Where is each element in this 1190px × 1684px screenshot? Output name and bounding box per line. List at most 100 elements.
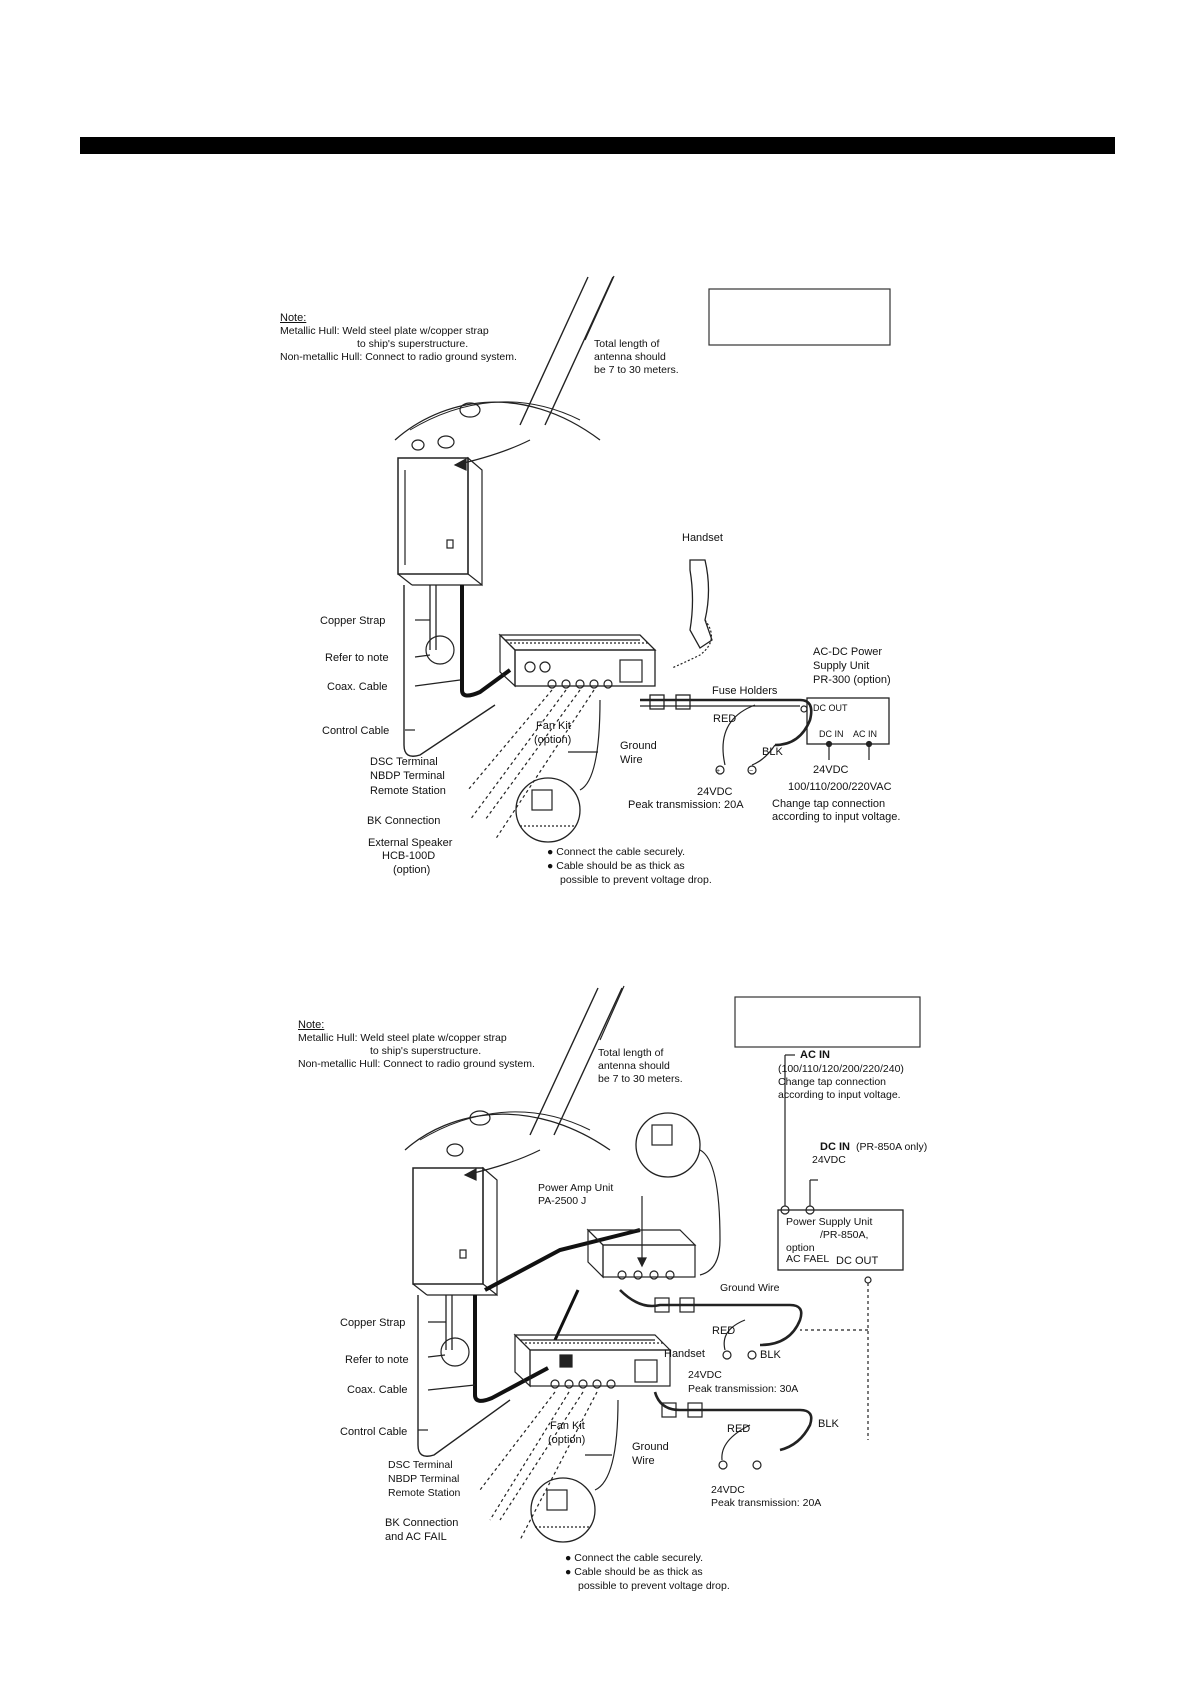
d1-fuse-holders: Fuse Holders <box>712 685 778 697</box>
d2-note-line1: Metallic Hull: Weld steel plate w/copper… <box>298 1032 507 1044</box>
d1-note-line3: Non-metallic Hull: Connect to radio grou… <box>280 351 517 363</box>
d1-bullet-3: possible to prevent voltage drop. <box>560 874 712 886</box>
d1-psu-1: AC-DC Power <box>813 646 883 658</box>
d1-note-line1: Metallic Hull: Weld steel plate w/copper… <box>280 325 489 337</box>
d1-nbdp-label: NBDP Terminal <box>370 770 445 782</box>
d2-psu-dc-out: DC OUT <box>836 1255 879 1267</box>
d2-ground-1: Ground <box>632 1441 669 1453</box>
antenna-1 <box>519 276 589 426</box>
ground-bolt-detail-2b <box>530 1477 596 1543</box>
diagram-2-title-box <box>734 996 921 1048</box>
d2-bullet-2: ● Cable should be as thick as <box>565 1566 703 1578</box>
d2-note-line3: Non-metallic Hull: Connect to radio grou… <box>298 1058 535 1070</box>
psu-pr300 <box>800 697 890 760</box>
antenna-coupler-1 <box>397 456 483 587</box>
d2-ground-2: Wire <box>632 1455 655 1467</box>
d2-bullet-1: ● Connect the cable securely. <box>565 1552 704 1564</box>
d2-red-2: RED <box>727 1423 751 1435</box>
d1-speaker-1: External Speaker <box>368 837 453 849</box>
d1-bullet-1: ● Connect the cable securely. <box>547 846 686 858</box>
diagram-1-drawing: + − <box>394 275 891 843</box>
ground-detail-1 <box>425 635 455 665</box>
ground-bolt-detail-2a <box>635 1112 701 1178</box>
antenna-insulator-1 <box>459 402 481 418</box>
handset-1 <box>671 559 713 669</box>
d1-remote-label: Remote Station <box>370 785 446 797</box>
d2-antenna-line3: be 7 to 30 meters. <box>598 1073 683 1085</box>
d2-ac-in-title: AC IN <box>800 1049 830 1061</box>
d2-coax-label: Coax. Cable <box>347 1384 408 1396</box>
antenna-coupler-2 <box>412 1166 498 1297</box>
d1-speaker-3: (option) <box>393 864 431 876</box>
d2-pa-1: Power Amp Unit <box>538 1182 614 1194</box>
d2-dc-in-note: (PR-850A only) <box>856 1141 928 1153</box>
d2-peak-2: Peak transmission: 20A <box>711 1497 822 1509</box>
d1-speaker-2: HCB-100D <box>382 850 436 862</box>
d2-ac-in-3: according to input voltage. <box>778 1089 901 1101</box>
d1-tap-2: according to input voltage. <box>772 811 901 823</box>
power-amp-unit <box>586 1196 697 1280</box>
control-cable-1 <box>403 585 496 757</box>
header-bar <box>80 137 1115 154</box>
d2-peak-1: Peak transmission: 30A <box>688 1383 799 1395</box>
d1-bullet-2: ● Cable should be as thick as <box>547 860 685 872</box>
d1-red: RED <box>713 713 737 725</box>
d1-ac-in: AC IN <box>853 729 878 739</box>
d2-blk-1: BLK <box>760 1349 781 1361</box>
d1-antenna-line3: be 7 to 30 meters. <box>594 364 679 376</box>
d1-antenna-line1: Total length of <box>594 338 660 350</box>
d2-control-cable-label: Control Cable <box>340 1426 408 1438</box>
d1-blk: BLK <box>762 746 783 758</box>
d1-dc-in: DC IN <box>819 729 844 739</box>
d2-handset-label: Handset <box>664 1348 705 1360</box>
d2-note-title: Note: <box>298 1019 325 1031</box>
d2-psu-4: AC FAEL <box>786 1253 830 1265</box>
d1-refer-note-label: Refer to note <box>325 652 389 664</box>
transceiver-1 <box>498 633 657 689</box>
d1-handset-label: Handset <box>682 532 723 544</box>
d2-bk-1: BK Connection <box>385 1517 459 1529</box>
d2-fan-kit-1: Fan Kit <box>550 1420 585 1432</box>
diagram-1-title-box <box>708 288 891 346</box>
d1-dsc-label: DSC Terminal <box>370 756 438 768</box>
d2-vdc-2: 24VDC <box>711 1484 745 1496</box>
ground-bolt-detail-1 <box>515 777 581 843</box>
d1-note-title: Note: <box>280 312 307 324</box>
d1-psu-3: PR-300 (option) <box>813 674 891 686</box>
svg-text:−: − <box>749 768 753 775</box>
d1-antenna-line2: antenna should <box>594 351 666 363</box>
d2-ac-in-1: (100/110/120/200/220/240) <box>778 1063 904 1075</box>
d1-ground-2: Wire <box>620 754 643 766</box>
d2-ac-in-2: Change tap connection <box>778 1076 886 1088</box>
diagram-2-drawing <box>404 985 921 1543</box>
d1-coax-label: Coax. Cable <box>327 681 388 693</box>
d2-antenna-line1: Total length of <box>598 1047 664 1059</box>
psu-pr850a <box>777 1054 904 1440</box>
d2-bk-2: and AC FAIL <box>385 1531 447 1543</box>
d1-psu-vdc: 24VDC <box>813 764 849 776</box>
d2-dc-in-vdc: 24VDC <box>812 1154 846 1166</box>
d2-red-1: RED <box>712 1325 736 1337</box>
d2-dc-in-title: DC IN <box>820 1141 850 1153</box>
d2-psu-1: Power Supply Unit <box>786 1216 873 1228</box>
d1-bk-label: BK Connection <box>367 815 441 827</box>
d1-fan-kit-1: Fan Kit <box>536 720 571 732</box>
d2-dsc-label: DSC Terminal <box>388 1459 453 1471</box>
d2-vdc-1: 24VDC <box>688 1369 722 1381</box>
d1-psu-2: Supply Unit <box>813 660 870 672</box>
d2-bullet-3: possible to prevent voltage drop. <box>578 1580 730 1592</box>
d2-psu-2: /PR-850A, <box>820 1229 869 1241</box>
d2-copper-strap-label: Copper Strap <box>340 1317 406 1329</box>
svg-text:+: + <box>716 768 720 775</box>
d1-ground-1: Ground <box>620 740 657 752</box>
d2-nbdp-label: NBDP Terminal <box>388 1473 460 1485</box>
d2-psu-3: option <box>786 1242 815 1254</box>
d1-dc-out: DC OUT <box>813 703 848 713</box>
coax-cable-1 <box>460 585 512 698</box>
d2-refer-note-label: Refer to note <box>345 1354 409 1366</box>
d1-control-cable-label: Control Cable <box>322 725 390 737</box>
d1-peak: Peak transmission: 20A <box>628 799 744 811</box>
d1-vac: 100/110/200/220VAC <box>788 781 892 793</box>
d2-fan-kit-2: (option) <box>548 1434 586 1446</box>
